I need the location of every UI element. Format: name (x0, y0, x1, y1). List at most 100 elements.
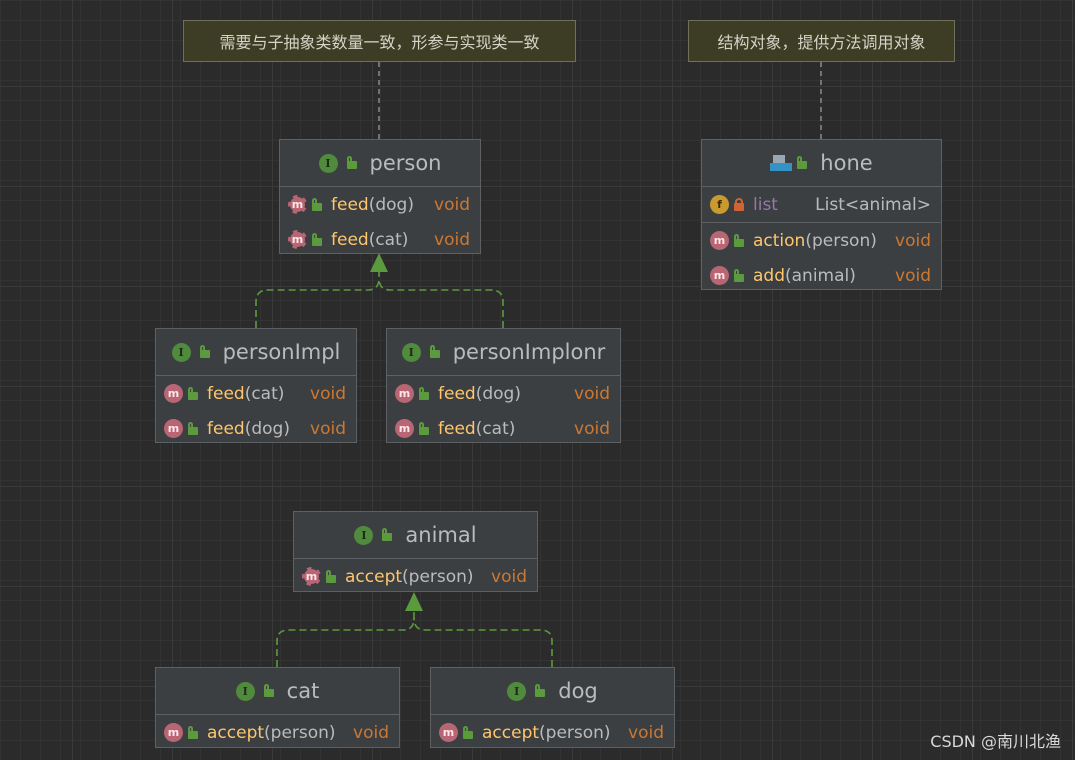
public-lock-icon (733, 233, 745, 247)
class-header: I person (280, 140, 480, 187)
method-args: (cat) (244, 383, 285, 404)
methods-section: m accept (person) void (156, 715, 399, 750)
method-icon: m (395, 419, 414, 438)
public-lock-icon (311, 232, 323, 246)
method-row[interactable]: m feed (cat) void (156, 376, 356, 411)
abstract-method-icon: m (288, 195, 307, 214)
realization-arrow-person (370, 253, 388, 272)
return-type: void (434, 194, 470, 215)
watermark: CSDN @南川北渔 (930, 732, 1061, 751)
public-lock-icon (381, 528, 393, 541)
methods-section: m action (person) void m add (animal) vo… (702, 223, 941, 293)
public-lock-icon (199, 345, 211, 358)
method-args: (dog) (244, 418, 290, 439)
method-name: feed (207, 383, 245, 404)
field-name: list (753, 194, 778, 215)
class-person[interactable]: I person m feed (dog) void m feed (cat) … (279, 139, 481, 254)
method-row[interactable]: m feed (dog) void (387, 376, 620, 411)
class-name: person (369, 151, 442, 175)
return-type: void (574, 383, 610, 404)
method-name: feed (331, 194, 369, 215)
method-row[interactable]: m add (animal) void (702, 258, 941, 293)
class-personimplonr[interactable]: I personImplonr m feed (dog) void m feed… (386, 328, 621, 443)
return-type: void (491, 566, 527, 587)
public-lock-icon (429, 345, 441, 358)
relation-personimpl-person (255, 272, 380, 328)
note-left-text: 需要与子抽象类数量一致，形参与实现类一致 (219, 33, 540, 52)
method-args: (person) (539, 722, 611, 743)
method-icon: m (439, 723, 458, 742)
method-args: (animal) (785, 265, 856, 286)
public-lock-icon (187, 725, 199, 739)
method-icon: m (710, 266, 729, 285)
return-type: void (574, 418, 610, 439)
class-header: I dog (431, 668, 674, 715)
public-lock-icon (418, 421, 430, 435)
method-row[interactable]: m accept (person) void (156, 715, 399, 750)
method-row[interactable]: m feed (cat) void (387, 411, 620, 446)
public-lock-icon (187, 386, 199, 400)
method-icon: m (710, 231, 729, 250)
relation-dog-animal (413, 617, 553, 667)
class-dog[interactable]: I dog m accept (person) void (430, 667, 675, 748)
class-header: I animal (294, 512, 537, 559)
class-header: hone (702, 140, 941, 187)
return-type: void (628, 722, 664, 743)
methods-section: m feed (dog) void m feed (cat) void (280, 187, 480, 257)
realization-arrow-animal (405, 592, 423, 611)
class-header: I personImplonr (387, 329, 620, 376)
class-name: personImplonr (452, 340, 606, 364)
method-args: (person) (402, 566, 474, 587)
method-args: (dog) (368, 194, 414, 215)
public-lock-icon (796, 156, 808, 169)
relation-cat-animal (276, 611, 415, 667)
method-row[interactable]: m feed (dog) void (280, 187, 480, 222)
class-hone[interactable]: hone f list List<animal> m action (perso… (701, 139, 942, 290)
method-name: feed (331, 229, 369, 250)
method-icon: m (395, 384, 414, 403)
method-name: feed (438, 383, 476, 404)
method-args: (person) (805, 230, 877, 251)
method-row[interactable]: m feed (dog) void (156, 411, 356, 446)
method-row[interactable]: m action (person) void (702, 223, 941, 258)
interface-icon: I (401, 342, 421, 362)
method-args: (cat) (368, 229, 409, 250)
struct-icon (770, 153, 793, 173)
methods-section: m feed (cat) void m feed (dog) void (156, 376, 356, 446)
field-icon: f (710, 195, 729, 214)
interface-icon: I (235, 681, 255, 701)
methods-section: m accept (person) void (431, 715, 674, 750)
public-lock-icon (311, 197, 323, 211)
field-type: List<animal> (815, 194, 931, 215)
fields-section: f list List<animal> (702, 187, 941, 223)
method-name: accept (345, 566, 403, 587)
method-row[interactable]: m accept (person) void (294, 559, 537, 594)
return-type: void (353, 722, 389, 743)
interface-icon: I (171, 342, 191, 362)
class-cat[interactable]: I cat m accept (person) void (155, 667, 400, 748)
method-name: action (753, 230, 806, 251)
method-name: feed (438, 418, 476, 439)
field-row[interactable]: f list List<animal> (702, 187, 941, 222)
method-row[interactable]: m accept (person) void (431, 715, 674, 750)
class-animal[interactable]: I animal m accept (person) void (293, 511, 538, 592)
abstract-method-icon: m (288, 230, 307, 249)
public-lock-icon (325, 569, 337, 583)
note-right[interactable]: 结构对象，提供方法调用对象 (688, 20, 955, 62)
public-lock-icon (418, 386, 430, 400)
note-left[interactable]: 需要与子抽象类数量一致，形参与实现类一致 (183, 20, 576, 62)
return-type: void (310, 418, 346, 439)
note-right-text: 结构对象，提供方法调用对象 (717, 33, 926, 52)
public-lock-icon (263, 684, 275, 697)
return-type: void (310, 383, 346, 404)
return-type: void (895, 230, 931, 251)
public-lock-icon (462, 725, 474, 739)
method-args: (cat) (475, 418, 516, 439)
method-name: accept (207, 722, 265, 743)
method-row[interactable]: m feed (cat) void (280, 222, 480, 257)
class-name: cat (286, 679, 320, 703)
class-personimpl[interactable]: I personImpl m feed (cat) void m feed (d… (155, 328, 357, 443)
return-type: void (434, 229, 470, 250)
private-lock-icon (733, 197, 745, 211)
